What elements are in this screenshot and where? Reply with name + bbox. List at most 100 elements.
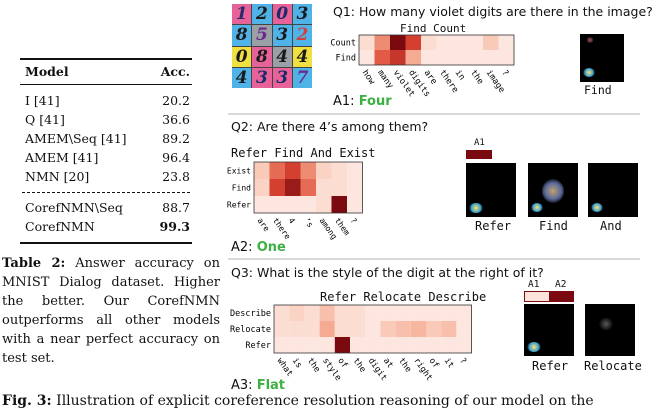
- heatmap-cell: [285, 179, 301, 196]
- heatmap-word-label: ?: [499, 68, 510, 78]
- heatmap-cell: [441, 337, 457, 353]
- heatmap-cell: [426, 305, 442, 321]
- q1-answer-label: A1:: [333, 94, 355, 109]
- digit-cell: 3: [292, 4, 312, 25]
- heatmap-cell: [316, 162, 332, 179]
- table-header-rule: [20, 84, 192, 85]
- heatmap-cell: [331, 162, 347, 179]
- heatmap-word-label: is: [290, 356, 304, 370]
- digit-cell: 4: [232, 67, 252, 88]
- heatmap-cell: [254, 162, 270, 179]
- heatmap-cell: [269, 179, 285, 196]
- q3-ref-label-a2: A2: [555, 279, 567, 290]
- heatmap-cell: [456, 305, 472, 321]
- row-acc: 89.2: [162, 131, 190, 146]
- heatmap-word-label: 4: [287, 216, 297, 225]
- heatmap-cell: [365, 337, 381, 353]
- heatmap-cell: [410, 321, 426, 337]
- heatmap-cell: [319, 337, 335, 353]
- heatmap-cell: [395, 321, 411, 337]
- q3-refer-module-label: Refer: [532, 359, 569, 373]
- q2-ref-label: A1: [474, 138, 485, 148]
- q3-relocate-module-label: Relocate: [584, 359, 642, 373]
- table-dashed-rule: [22, 192, 190, 193]
- digit-cell: 3: [272, 67, 292, 88]
- heatmap-cell: [467, 50, 483, 65]
- attention-spot: [591, 203, 603, 212]
- q3-answer-value: Flat: [256, 378, 286, 393]
- heatmap-cell: [269, 162, 285, 179]
- q1-find-module-label: Find: [584, 83, 612, 97]
- q3-ref-bar-a1: [525, 292, 549, 301]
- q2-and-module-label: And: [600, 219, 622, 233]
- table-row: AMEM\Seq [41] 89.2: [25, 131, 190, 146]
- heatmap-frame: [273, 304, 473, 354]
- heatmap-cell: [274, 337, 290, 353]
- panel-divider: [228, 113, 640, 115]
- table-bottom-rule: [20, 242, 192, 244]
- heatmap-cell: [304, 321, 320, 337]
- q2-and-attention-map: [588, 163, 638, 217]
- q3-question: Q3: What is the style of the digit at th…: [231, 265, 544, 280]
- q3-answer-label: A3:: [231, 378, 253, 393]
- heatmap-cell: [365, 321, 381, 337]
- table-top-rule: [20, 58, 192, 60]
- table-row: I [41] 20.2: [25, 93, 190, 108]
- heatmap-cell: [498, 35, 514, 50]
- table-row: CorefNMN\Seq 88.7: [25, 200, 190, 215]
- heatmap-cell: [331, 196, 347, 213]
- heatmap-cell: [380, 321, 396, 337]
- digit-cell: 8: [232, 25, 252, 46]
- header-model: Model: [25, 64, 69, 79]
- attention-spot: [531, 203, 543, 212]
- heatmap-cell: [359, 50, 375, 65]
- q3-ref-bar-a2: [549, 292, 573, 301]
- heatmap-row-label: Find: [232, 184, 251, 193]
- heatmap-cell: [334, 305, 350, 321]
- q2-answer-value: One: [256, 240, 286, 255]
- heatmap-cell: [395, 337, 411, 353]
- heatmap-cell: [334, 321, 350, 337]
- q2-refer-module-label: Refer: [475, 219, 512, 233]
- heatmap-row-label: Relocate: [230, 325, 271, 335]
- row-acc: 20.2: [162, 93, 190, 108]
- q1-answer: A1: Four: [333, 94, 392, 109]
- heatmap-cell: [365, 305, 381, 321]
- heatmap-cell: [390, 35, 406, 50]
- q1-question: Q1: How many violet digits are there in …: [333, 4, 653, 19]
- heatmap-word-label: the: [305, 356, 322, 374]
- heatmap-cell: [483, 50, 499, 65]
- heatmap-row-label: Exist: [227, 167, 251, 176]
- row-model: NMN [20]: [25, 169, 90, 184]
- figure-caption-label: Fig. 3:: [2, 393, 52, 409]
- heatmap-cell: [436, 50, 452, 65]
- q2-question: Q2: Are there 4’s among them?: [231, 119, 429, 134]
- row-acc: 96.4: [162, 150, 190, 165]
- heatmap-cell: [269, 196, 285, 213]
- digit-cell: 0: [272, 4, 292, 25]
- attention-spot: [583, 68, 595, 77]
- q2-find-module-label: Find: [539, 219, 568, 233]
- table-caption: Table 2: Answer accuracy on MNIST Dialog…: [2, 254, 220, 368]
- q3-refer-attention-map: [524, 304, 574, 356]
- heatmap-cell: [285, 162, 301, 179]
- heatmap-word-label: ?: [457, 356, 468, 366]
- heatmap-word-label: how: [360, 68, 378, 87]
- heatmap-cell: [380, 337, 396, 353]
- attention-spot: [599, 318, 613, 330]
- row-model: AMEM\Seq [41]: [25, 131, 127, 146]
- digit-cell: 2: [292, 25, 312, 46]
- heatmap-cell: [410, 337, 426, 353]
- heatmap-cell: [289, 321, 305, 337]
- heatmap-cell: [350, 337, 366, 353]
- heatmap-cell: [254, 196, 270, 213]
- q1-find-attention-map: [580, 34, 624, 82]
- row-model: Q [41]: [25, 112, 65, 127]
- digit-cell: 0: [232, 46, 252, 67]
- heatmap-cell: [359, 35, 375, 50]
- heatmap-cell: [483, 35, 499, 50]
- heatmap-cell: [456, 337, 472, 353]
- heatmap-cell: [436, 35, 452, 50]
- heatmap-cell: [300, 196, 316, 213]
